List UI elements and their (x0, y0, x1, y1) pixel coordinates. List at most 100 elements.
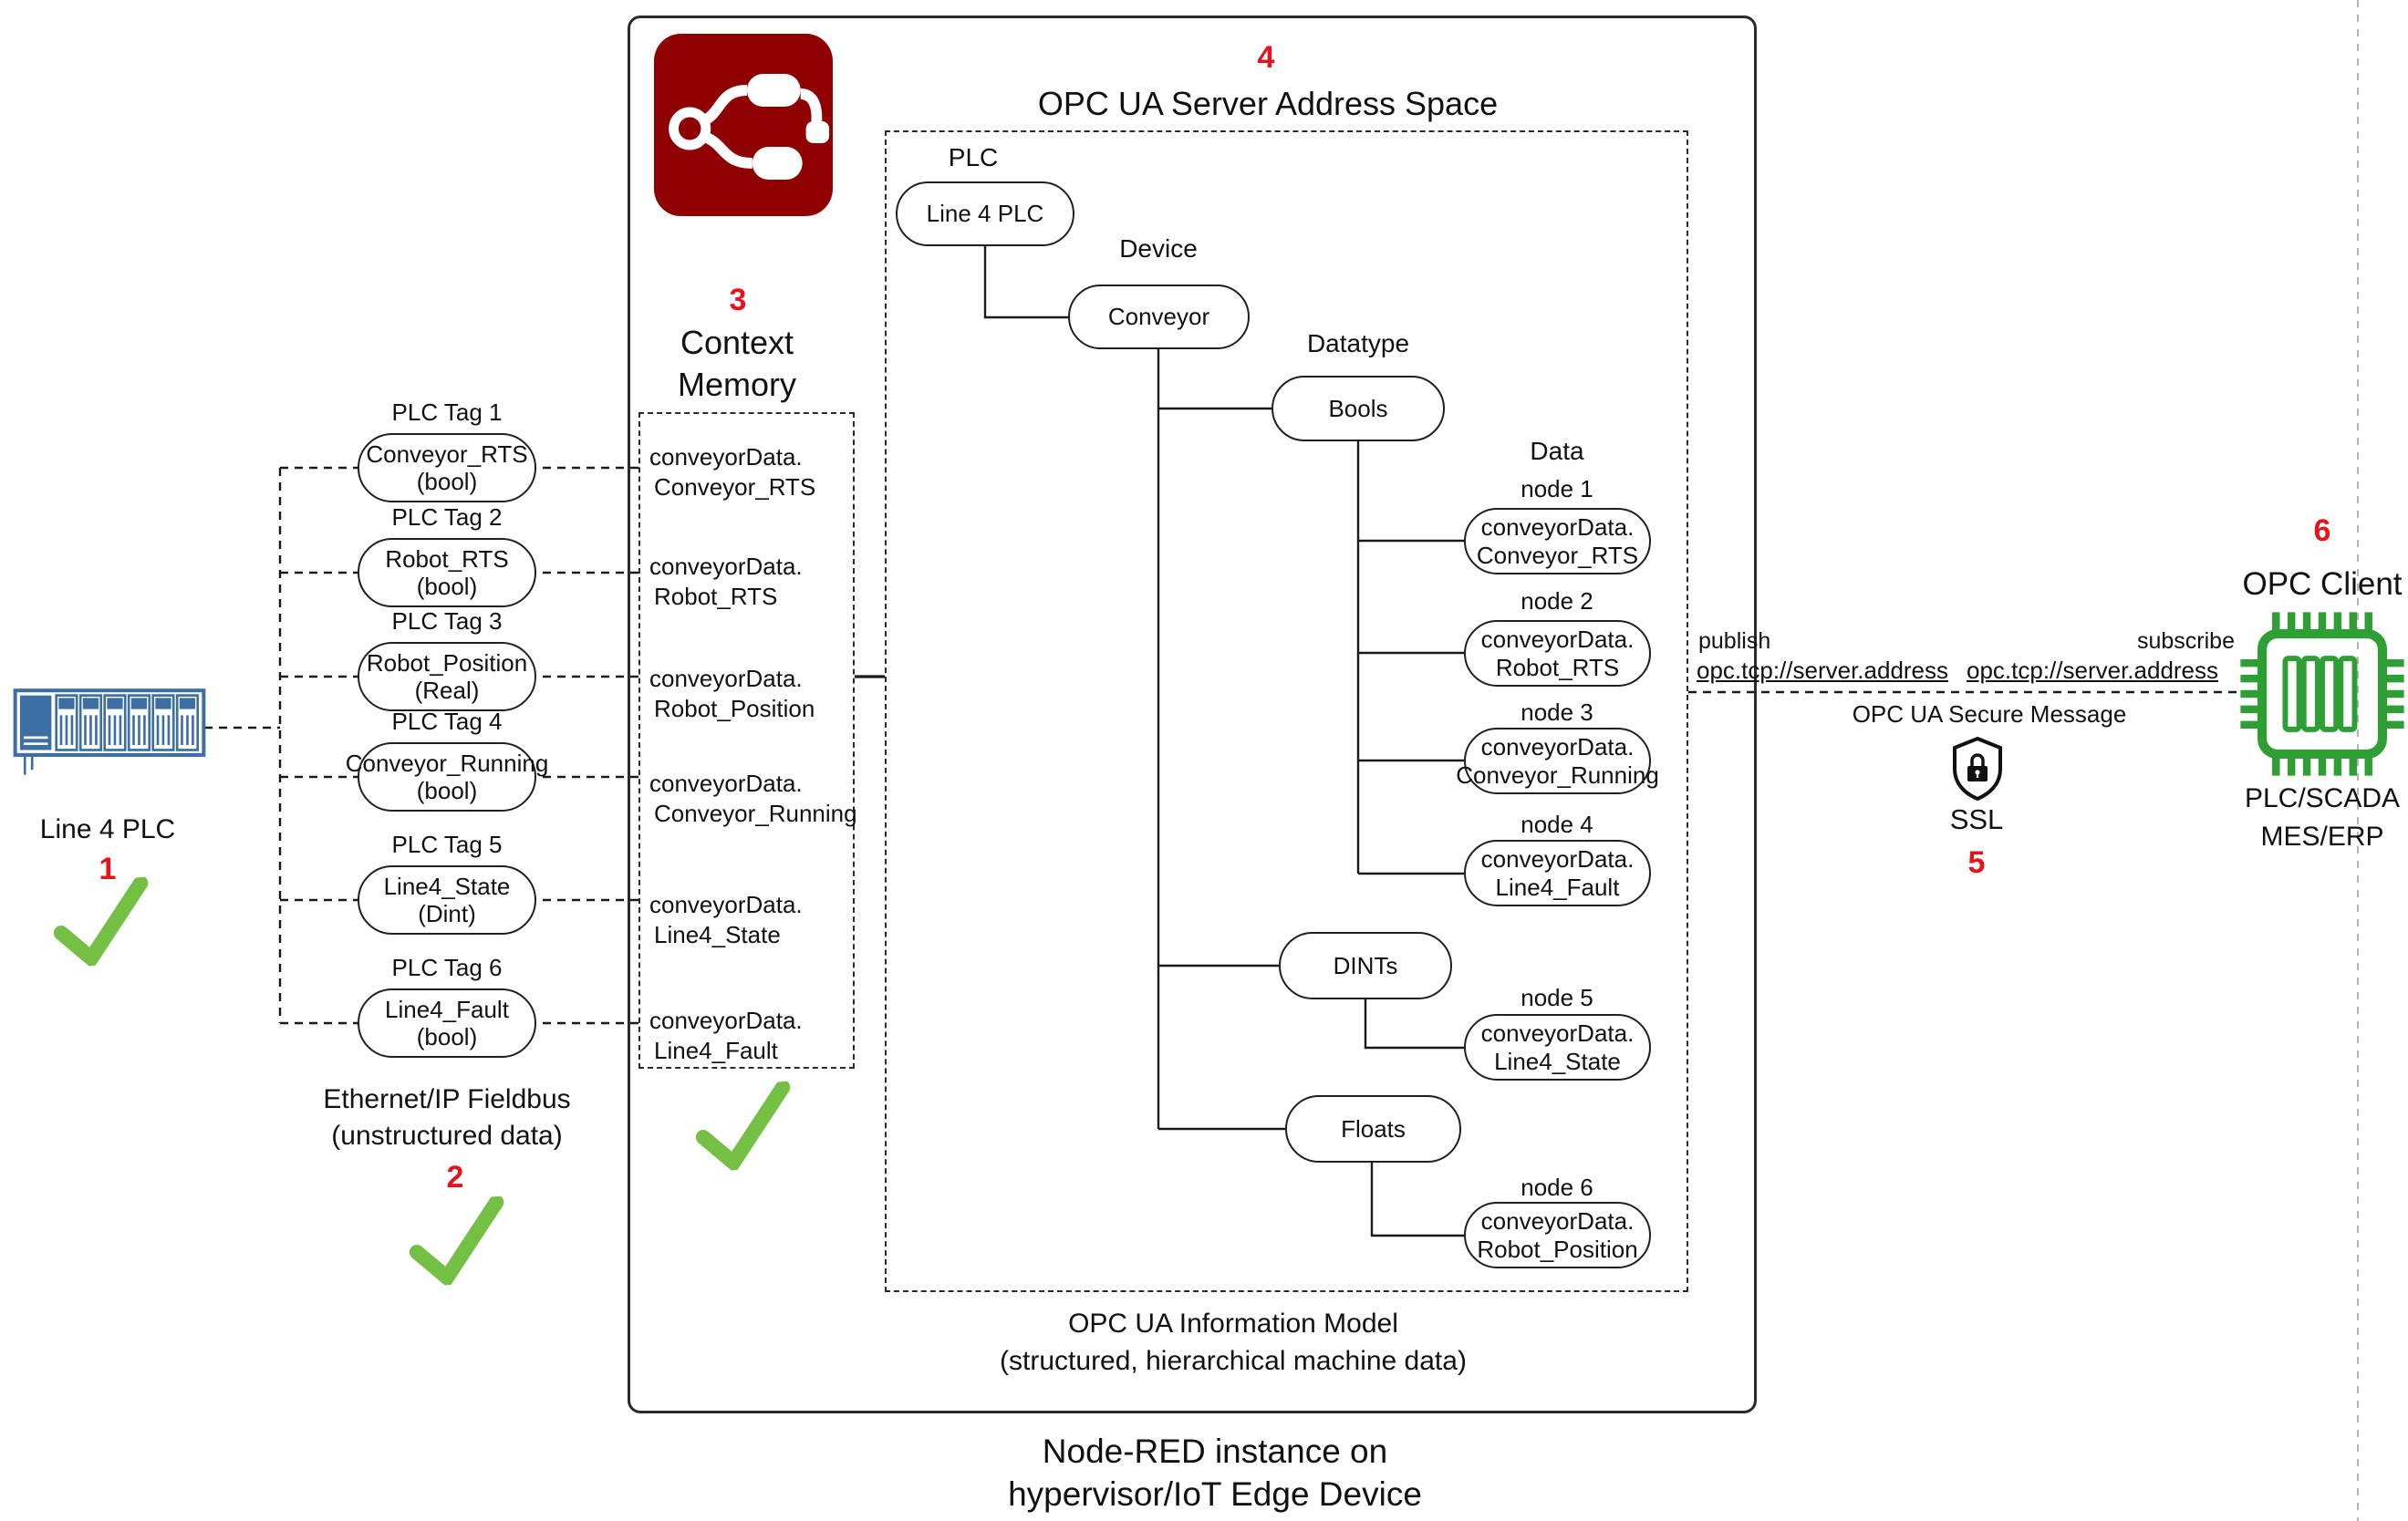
node-line1: conveyorData. (1480, 626, 1635, 654)
context-item-line2: Conveyor_Running (654, 799, 857, 827)
step-5-number: 5 (1967, 845, 1986, 880)
step-4-number: 4 (1257, 40, 1275, 75)
tag-name: Line4_Fault (385, 995, 509, 1023)
context-item-line2: Robot_Position (654, 694, 815, 722)
fieldbus-label-line2: (unstructured data) (331, 1121, 563, 1151)
tag-type: (Real) (414, 677, 480, 704)
context-item-5: conveyorData. Line4_State (649, 890, 803, 949)
tag-type: (Dint) (418, 900, 476, 927)
context-item-line2: Line4_Fault (654, 1036, 778, 1064)
data-node-5: conveyorData. Line4_State (1464, 1014, 1651, 1081)
data-group-label: Data (1530, 437, 1584, 465)
plc-tag-1-node: Conveyor_RTS (bool) (358, 433, 536, 502)
context-item-line1: conveyorData. (649, 770, 803, 797)
tag-type: (bool) (416, 1023, 478, 1050)
checkmark-icon (409, 1195, 504, 1288)
data-node-3: conveyorData. Conveyor_Running (1456, 728, 1659, 794)
checkmark-icon (53, 876, 149, 969)
device-group-label: Device (1119, 234, 1198, 263)
data-node-4: conveyorData. Line4_Fault (1464, 840, 1651, 906)
information-model-footer-line2: (structured, hierarchical machine data) (1000, 1346, 1467, 1376)
address-device-node: Conveyor (1068, 285, 1250, 349)
tag-type: (bool) (416, 777, 478, 804)
publish-address: opc.tcp://server.address (1697, 657, 1949, 684)
context-memory-title-line2: Memory (677, 366, 796, 403)
publish-label: publish (1698, 628, 1771, 654)
subscribe-address: opc.tcp://server.address (1967, 657, 2219, 684)
context-item-line1: conveyorData. (649, 891, 803, 918)
plc-tag-4-node: Conveyor_Running (bool) (346, 742, 548, 812)
plc-tag-5-title: PLC Tag 5 (391, 831, 503, 858)
address-space-box (885, 130, 1688, 1292)
client-systems-line1: PLC/SCADA (2244, 783, 2401, 813)
node-line2: Conveyor_RTS (1476, 541, 1639, 569)
node-line1: conveyorData. (1480, 513, 1635, 542)
node-line2: Robot_Position (1477, 1235, 1638, 1263)
opc-client-chip-icon (2240, 612, 2404, 776)
tag-name: Robot_RTS (385, 544, 509, 573)
plc-group-label: PLC (948, 143, 999, 171)
plc-tag-4-title: PLC Tag 4 (391, 708, 503, 735)
datatype-floats-node: Floats (1285, 1095, 1461, 1163)
instance-caption-line2: hypervisor/IoT Edge Device (1008, 1475, 1422, 1513)
context-item-6: conveyorData. Line4_Fault (649, 1006, 803, 1065)
information-model-footer-line1: OPC UA Information Model (1068, 1309, 1398, 1339)
plc-tag-1-title: PLC Tag 1 (391, 398, 503, 426)
client-systems-line2: MES/ERP (2260, 822, 2384, 852)
tag-type: (bool) (416, 573, 478, 600)
address-plc-node: Line 4 PLC (896, 181, 1074, 246)
node-line2: Line4_State (1494, 1047, 1621, 1075)
data-node-2: conveyorData. Robot_RTS (1464, 620, 1651, 687)
step-3-number: 3 (729, 283, 747, 317)
plc-tag-6-title: PLC Tag 6 (391, 954, 503, 981)
step-6-number: 6 (2313, 513, 2331, 548)
node-line2: Robot_RTS (1495, 653, 1620, 681)
node-line2: Line4_Fault (1495, 873, 1620, 901)
data-node-1-title: node 1 (1521, 475, 1593, 502)
node-line1: conveyorData. (1480, 1019, 1635, 1048)
datatype-dints-node: DINTs (1279, 932, 1452, 999)
ssl-shield-icon (1953, 736, 2002, 802)
context-item-line1: conveyorData. (649, 443, 803, 471)
context-item-3: conveyorData. Robot_Position (649, 664, 815, 723)
data-node-4-title: node 4 (1521, 811, 1593, 838)
context-memory-box (638, 412, 855, 1069)
datatype-group-label: Datatype (1306, 329, 1410, 357)
node-red-instance-box (628, 16, 1757, 1413)
context-item-2: conveyorData. Robot_RTS (649, 552, 803, 611)
context-item-line1: conveyorData. (649, 665, 803, 692)
plc-tag-2-title: PLC Tag 2 (391, 503, 503, 531)
data-node-1: conveyorData. Conveyor_RTS (1464, 508, 1651, 574)
tag-name: Conveyor_RTS (366, 440, 528, 468)
context-item-line2: Robot_RTS (654, 582, 778, 610)
plc-tag-2-node: Robot_RTS (bool) (358, 538, 536, 607)
tag-type: (bool) (416, 468, 478, 495)
data-node-3-title: node 3 (1521, 698, 1593, 726)
secure-message-label: OPC UA Secure Message (1852, 700, 2127, 728)
plc-tag-6-node: Line4_Fault (bool) (358, 988, 536, 1058)
context-item-line1: conveyorData. (649, 553, 803, 580)
context-item-1: conveyorData. Conveyor_RTS (649, 442, 815, 502)
node-text: Line 4 PLC (926, 200, 1044, 228)
node-text: Bools (1328, 394, 1388, 422)
node-red-logo-icon (654, 34, 833, 216)
step-1-number: 1 (99, 852, 117, 886)
data-node-2-title: node 2 (1521, 587, 1593, 615)
datatype-bools-node: Bools (1271, 376, 1445, 441)
context-memory-title-line1: Context (680, 324, 794, 361)
step-2-number: 2 (446, 1160, 464, 1195)
plc-tag-3-node: Robot_Position (Real) (358, 642, 536, 711)
opc-client-title: OPC Client (2242, 566, 2403, 602)
context-item-line2: Conveyor_RTS (654, 472, 816, 501)
subscribe-label: subscribe (2137, 628, 2235, 654)
fieldbus-label-line1: Ethernet/IP Fieldbus (323, 1084, 571, 1114)
node-line1: conveyorData. (1480, 733, 1635, 761)
ssl-label: SSL (1949, 803, 2004, 835)
context-item-line2: Line4_State (654, 920, 781, 948)
node-line1: conveyorData. (1480, 1207, 1635, 1236)
plc-tag-5-node: Line4_State (Dint) (358, 865, 536, 935)
plc-rack-icon (13, 688, 206, 775)
node-line1: conveyorData. (1480, 845, 1635, 874)
tag-name: Line4_State (383, 872, 511, 900)
